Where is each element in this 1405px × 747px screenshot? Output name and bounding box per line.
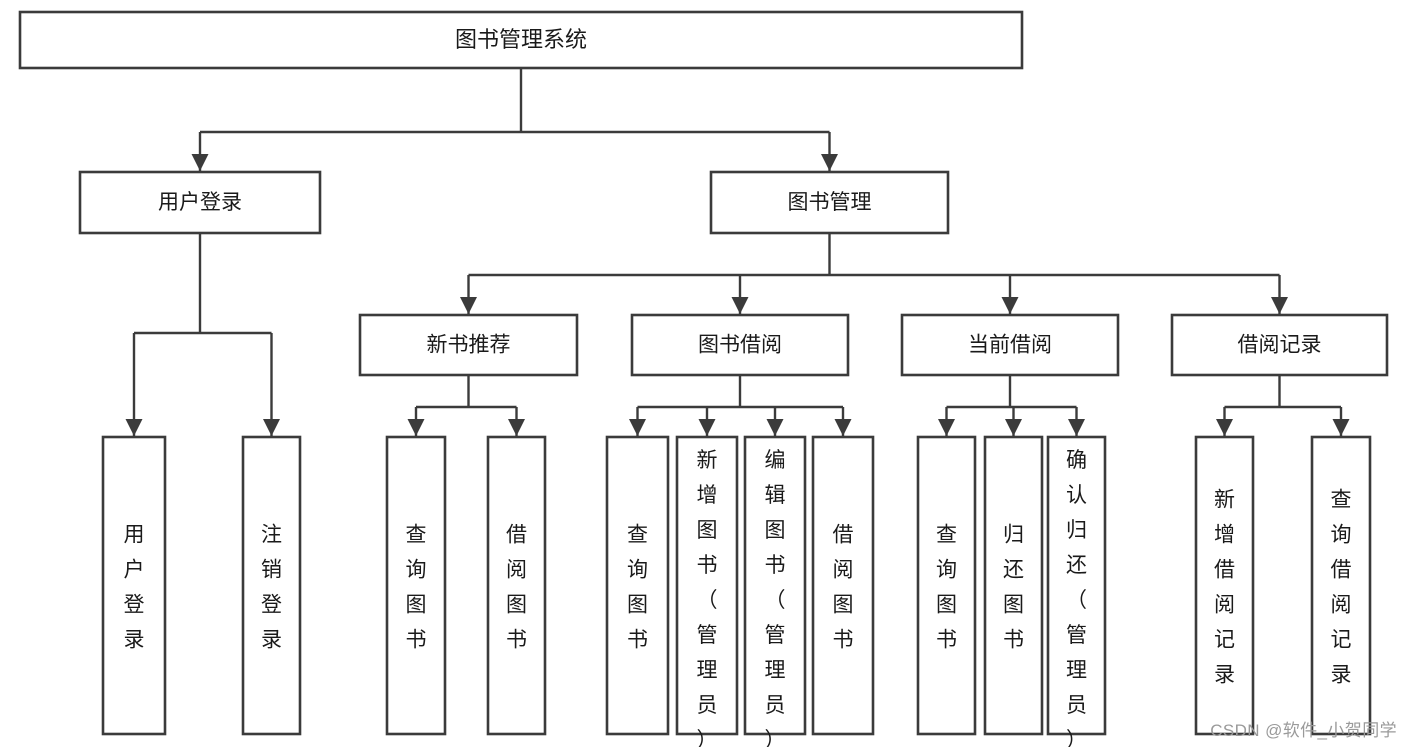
arrowhead-icon bbox=[834, 419, 852, 436]
arrowhead-icon bbox=[938, 419, 955, 436]
leaf-node-11-label: 新增借阅记录 bbox=[1214, 489, 1235, 687]
arrowhead-icon bbox=[629, 419, 646, 436]
level3-node-1[interactable]: 图书借阅 bbox=[630, 313, 850, 377]
leaf-node-1[interactable]: 注销登录 bbox=[241, 435, 302, 736]
leaf-node-2-box bbox=[385, 435, 447, 736]
level3-node-3-box bbox=[1170, 313, 1389, 377]
leaf-node-10-box bbox=[1046, 435, 1107, 736]
leaf-node-7[interactable]: 借阅图书 bbox=[811, 435, 875, 736]
leaf-node-3-label: 借阅图书 bbox=[506, 524, 527, 652]
level2-node-0[interactable]: 用户登录 bbox=[78, 170, 322, 235]
leaf-node-11-box bbox=[1194, 435, 1255, 736]
leaf-node-2-label: 查询图书 bbox=[406, 524, 427, 652]
leaf-node-3-box bbox=[486, 435, 547, 736]
level3-node-0-box bbox=[358, 313, 579, 377]
leaf-node-9[interactable]: 归还图书 bbox=[983, 435, 1044, 736]
leaf-node-6-box bbox=[743, 435, 807, 736]
leaf-node-5[interactable]: 新增图书（管理员） bbox=[675, 435, 739, 747]
arrowhead-icon bbox=[821, 154, 838, 171]
leaf-node-9-label: 归还图书 bbox=[1003, 524, 1024, 652]
root-node-box bbox=[18, 10, 1024, 70]
leaf-node-10-label: 确认归还（管理员） bbox=[1066, 449, 1087, 747]
arrowhead-icon bbox=[407, 419, 425, 436]
arrowhead-icon bbox=[191, 154, 209, 171]
level3-node-3[interactable]: 借阅记录 bbox=[1170, 313, 1389, 377]
leaf-node-0-label: 用户登录 bbox=[124, 524, 145, 652]
arrowhead-icon bbox=[698, 419, 716, 436]
level3-node-0[interactable]: 新书推荐 bbox=[358, 313, 579, 377]
level2-node-0-label: 用户登录 bbox=[158, 191, 242, 214]
leaf-node-8-box bbox=[916, 435, 977, 736]
level2-node-1-label: 图书管理 bbox=[788, 191, 872, 214]
leaf-node-12-label: 查询借阅记录 bbox=[1331, 489, 1352, 687]
connector-edges-layer bbox=[125, 68, 1350, 436]
arrowhead-icon bbox=[1332, 419, 1350, 436]
leaf-node-6-label: 编辑图书（管理员） bbox=[765, 449, 786, 747]
leaf-node-5-label: 新增图书（管理员） bbox=[697, 449, 718, 747]
level2-node-0-box bbox=[78, 170, 322, 235]
arrowhead-icon bbox=[1001, 297, 1019, 314]
leaf-node-4[interactable]: 查询图书 bbox=[605, 435, 670, 736]
node-boxes-layer: 图书管理系统用户登录图书管理新书推荐图书借阅当前借阅借阅记录用户登录注销登录查询… bbox=[18, 10, 1389, 747]
leaf-node-12-box bbox=[1310, 435, 1372, 736]
root-node-label: 图书管理系统 bbox=[455, 27, 587, 52]
leaf-node-1-box bbox=[241, 435, 302, 736]
arrowhead-icon bbox=[1216, 419, 1233, 436]
leaf-node-12[interactable]: 查询借阅记录 bbox=[1310, 435, 1372, 736]
level3-node-1-box bbox=[630, 313, 850, 377]
arrowhead-icon bbox=[508, 419, 525, 436]
leaf-node-2[interactable]: 查询图书 bbox=[385, 435, 447, 736]
level3-node-2-label: 当前借阅 bbox=[968, 334, 1052, 357]
level3-node-3-label: 借阅记录 bbox=[1238, 334, 1322, 357]
arrowhead-icon bbox=[1005, 419, 1022, 436]
leaf-node-7-label: 借阅图书 bbox=[833, 524, 854, 652]
leaf-node-7-box bbox=[811, 435, 875, 736]
leaf-node-4-box bbox=[605, 435, 670, 736]
arrowhead-icon bbox=[766, 419, 784, 436]
leaf-node-0-box bbox=[101, 435, 167, 736]
leaf-node-4-label: 查询图书 bbox=[627, 524, 648, 652]
arrowhead-icon bbox=[263, 419, 280, 436]
level3-node-0-label: 新书推荐 bbox=[427, 334, 511, 357]
arrowhead-icon bbox=[1271, 297, 1288, 314]
leaf-node-8-label: 查询图书 bbox=[936, 524, 957, 652]
leaf-node-5-box bbox=[675, 435, 739, 736]
leaf-node-11[interactable]: 新增借阅记录 bbox=[1194, 435, 1255, 736]
arrowhead-icon bbox=[125, 419, 143, 436]
level2-node-1-box bbox=[709, 170, 950, 235]
leaf-node-3[interactable]: 借阅图书 bbox=[486, 435, 547, 736]
level3-node-2-box bbox=[900, 313, 1120, 377]
level3-node-2[interactable]: 当前借阅 bbox=[900, 313, 1120, 377]
csdn-watermark: CSDN @软件_小贺同学 bbox=[1210, 721, 1397, 740]
arrowhead-icon bbox=[460, 297, 477, 314]
arrowhead-icon bbox=[731, 297, 749, 314]
leaf-node-9-box bbox=[983, 435, 1044, 736]
level3-node-1-label: 图书借阅 bbox=[698, 334, 782, 357]
root-node[interactable]: 图书管理系统 bbox=[18, 10, 1024, 70]
leaf-node-8[interactable]: 查询图书 bbox=[916, 435, 977, 736]
arrowhead-icon bbox=[1068, 419, 1085, 436]
leaf-node-1-label: 注销登录 bbox=[261, 524, 282, 652]
level2-node-1[interactable]: 图书管理 bbox=[709, 170, 950, 235]
leaf-node-0[interactable]: 用户登录 bbox=[101, 435, 167, 736]
leaf-node-6[interactable]: 编辑图书（管理员） bbox=[743, 435, 807, 747]
leaf-node-10[interactable]: 确认归还（管理员） bbox=[1046, 435, 1107, 747]
